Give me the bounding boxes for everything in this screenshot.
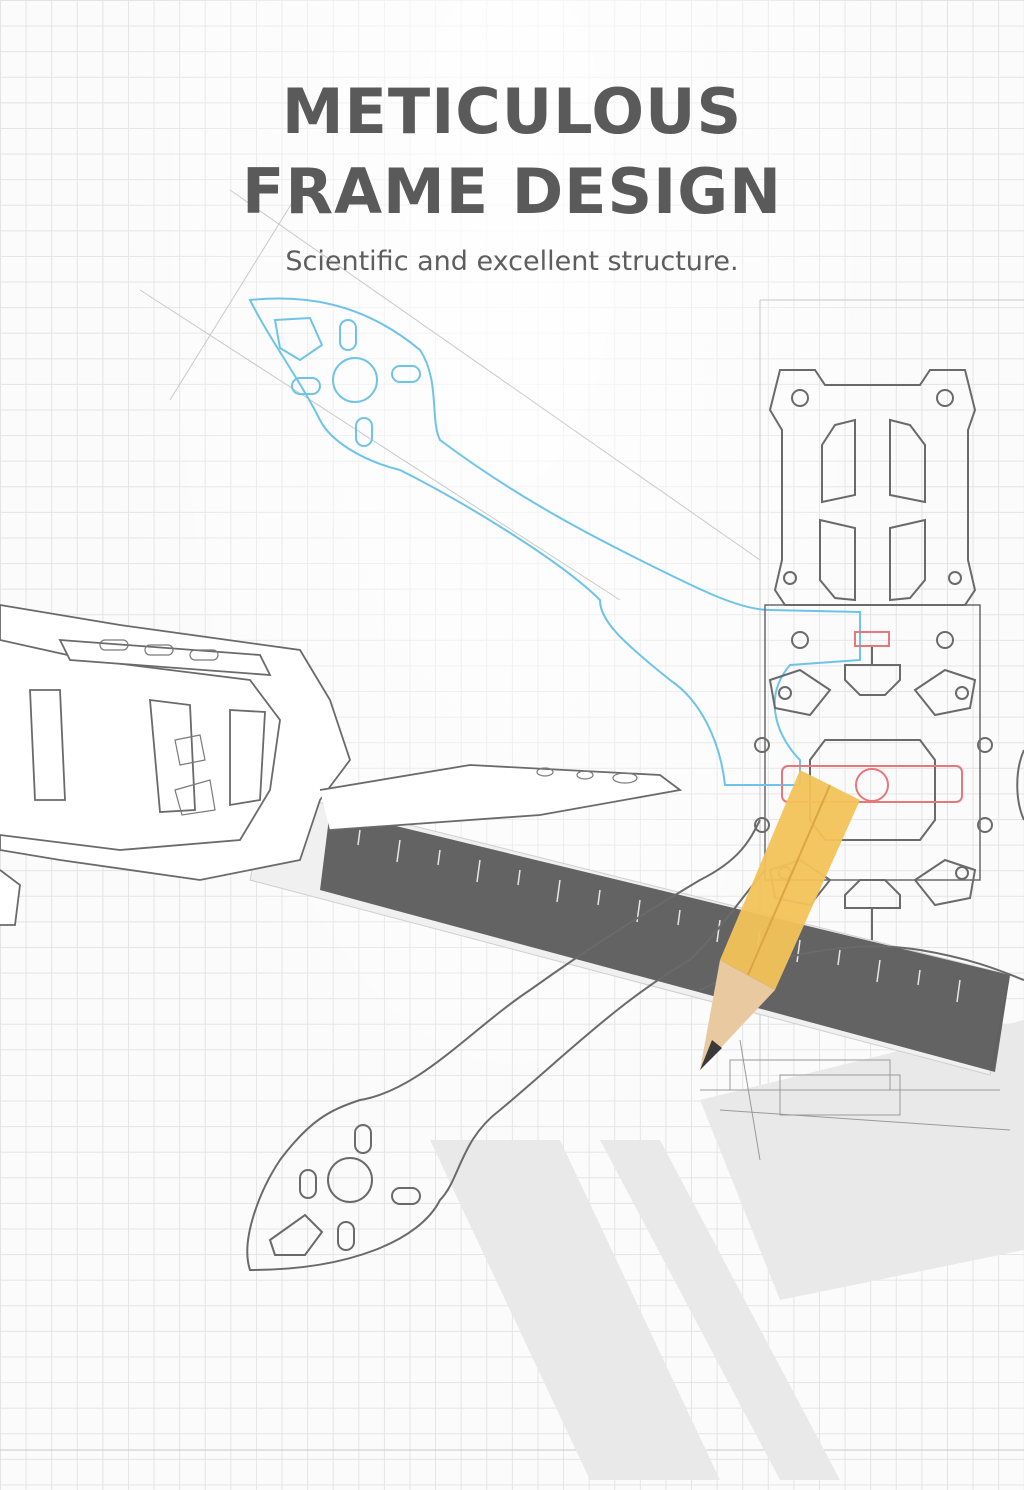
page-title: METICULOUS FRAME DESIGN xyxy=(0,72,1024,232)
stack-mount-outline xyxy=(725,631,963,803)
pencil-icon xyxy=(700,770,860,1070)
blueprint-sheet-shadows xyxy=(430,1020,1024,1480)
title-line-1: METICULOUS xyxy=(281,75,743,148)
lower-arm-outline xyxy=(246,819,1024,1272)
drawing-detail-lines xyxy=(700,1039,1011,1161)
page-subtitle: Scientific and excellent structure. xyxy=(285,246,739,277)
ruler-icon xyxy=(249,789,1011,1076)
upper-arm-outline xyxy=(248,297,861,786)
frame-cutouts xyxy=(99,639,638,816)
title-line-2: FRAME DESIGN xyxy=(241,155,783,228)
